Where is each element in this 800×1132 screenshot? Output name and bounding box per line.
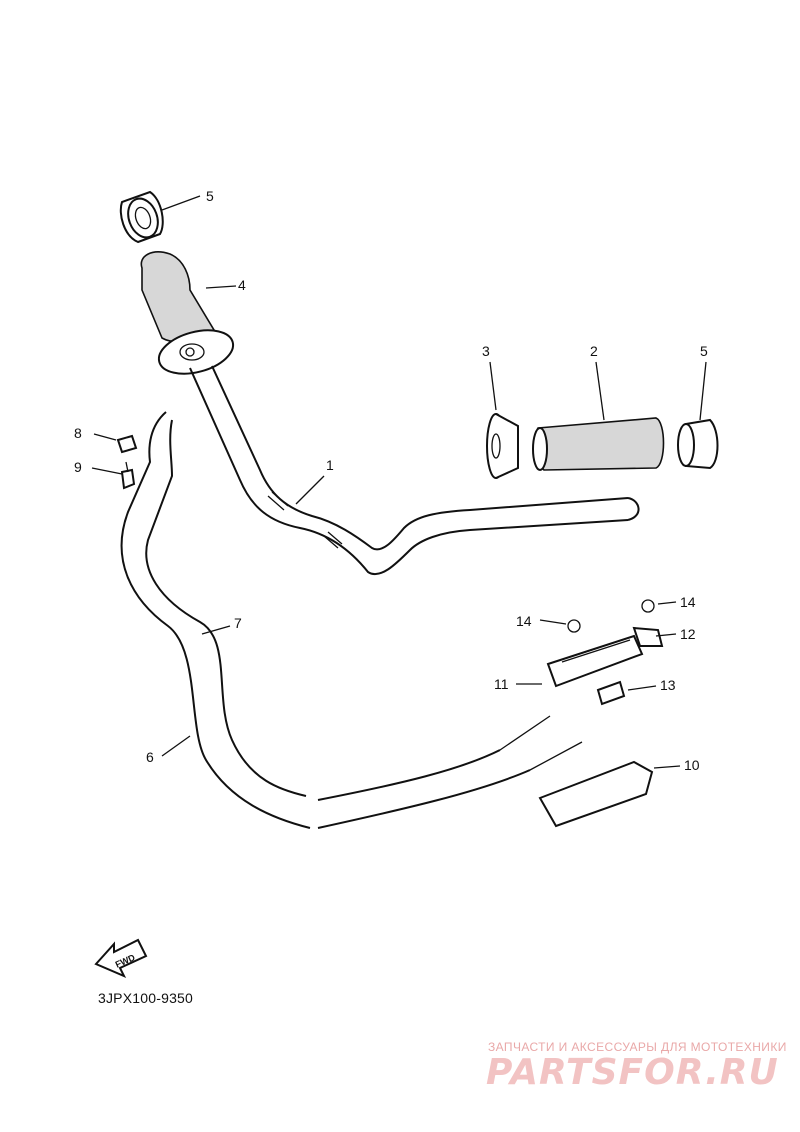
grip-end-cap-top	[119, 190, 164, 244]
clip-and-bolt	[116, 434, 138, 490]
callout-1: 1	[326, 457, 334, 473]
fwd-arrow: FWD	[94, 938, 148, 978]
switch-housing-assembly	[538, 599, 664, 828]
callout-6: 6	[146, 749, 154, 765]
callout-13: 13	[660, 677, 676, 693]
callout-8: 8	[74, 425, 82, 441]
watermark-tagline: ЗАПЧАСТИ И АКСЕССУАРЫ ДЛЯ МОТОТЕХНИКИ	[488, 1040, 787, 1054]
callout-3: 3	[482, 343, 490, 359]
callout-12: 12	[680, 626, 696, 642]
left-grip-assembly	[486, 413, 719, 479]
callout-11: 11	[494, 676, 509, 692]
callout-7: 7	[234, 615, 242, 631]
callout-2: 2	[590, 343, 598, 359]
callout-5-top: 5	[206, 188, 214, 204]
throttle-grip	[140, 251, 235, 375]
leader-lines	[91, 195, 707, 769]
callout-4: 4	[238, 277, 246, 293]
callout-10: 10	[684, 757, 700, 773]
diagram-code: 3JPX100-9350	[98, 990, 194, 1006]
watermark-logo: PARTSFOR.RU	[486, 1052, 779, 1093]
callout-5-right: 5	[700, 343, 708, 359]
handlebar	[189, 365, 640, 575]
callout-14-right: 14	[680, 594, 696, 610]
callout-14-left: 14	[516, 613, 532, 629]
callout-9: 9	[74, 459, 82, 475]
throttle-cables	[120, 411, 583, 829]
